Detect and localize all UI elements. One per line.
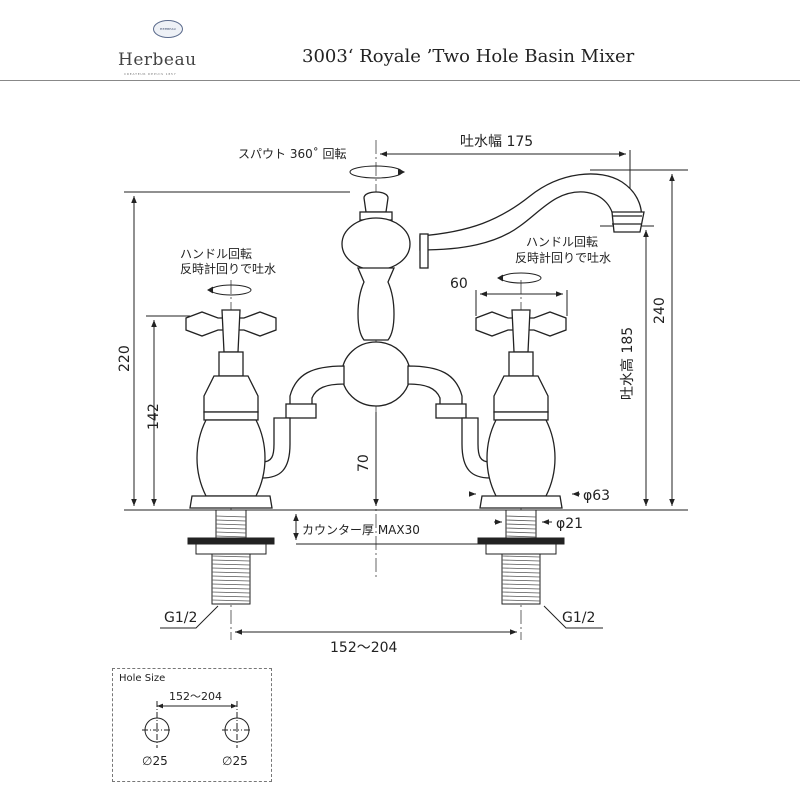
spout-rotation-label: スパウト 360˚ 回転	[238, 146, 347, 161]
thread-right-label: G1/2	[562, 610, 595, 626]
hole-dia-right-label: ∅25	[222, 754, 248, 768]
herbeau-logo: HERBEAU Herbeau CREATEUR DEPUIS 1857	[118, 20, 218, 78]
dim-240-label: 240	[652, 297, 668, 324]
shank-threads	[211, 515, 541, 602]
header: HERBEAU Herbeau CREATEUR DEPUIS 1857 300…	[0, 0, 800, 81]
dim-70-label: 70	[356, 454, 372, 472]
faucet-body	[185, 173, 645, 509]
right-handle-rotation-label: ハンドル回転	[526, 235, 598, 249]
center-distance-label: 152～204	[330, 640, 398, 656]
rotation-arrows	[207, 165, 542, 296]
dimension-labels: スパウト 360˚ 回転 吐水幅 175 ハンドル回転 反時計回りで吐水 ハンド…	[117, 134, 668, 656]
brand-seal: HERBEAU	[153, 20, 183, 38]
hole-size-box: Hole Size 152～204 ∅25 ∅25	[112, 668, 272, 782]
brand-tagline: CREATEUR DEPUIS 1857	[124, 72, 177, 76]
hole-size-diagram: 152～204 ∅25 ∅25	[142, 690, 252, 768]
spout-height-label: 吐水高 185	[619, 327, 636, 400]
left-handle-direction-label: 反時計回りで吐水	[180, 261, 276, 276]
mounting-shanks	[187, 509, 565, 605]
dia-63-label: φ63	[583, 488, 610, 504]
page-title: 3003‘ Royale ’Two Hole Basin Mixer	[302, 46, 635, 67]
dim-220-label: 220	[117, 345, 133, 372]
dia-21-label: φ21	[556, 516, 583, 532]
header-rule	[0, 80, 800, 81]
dim-60-label: 60	[450, 276, 468, 292]
spout-reach-label: 吐水幅 175	[460, 134, 533, 150]
dim-142-label: 142	[146, 403, 162, 430]
left-handle-rotation-label: ハンドル回転	[180, 247, 252, 261]
right-handle-direction-label: 反時計回りで吐水	[515, 250, 611, 265]
hole-dia-left-label: ∅25	[142, 754, 168, 768]
thread-left-label: G1/2	[164, 610, 197, 626]
counter-thickness-label: カウンター厚 MAX30	[302, 523, 420, 537]
hole-distance-label: 152～204	[169, 690, 222, 703]
hole-size-title: Hole Size	[119, 673, 166, 684]
brand-name: Herbeau	[118, 50, 197, 70]
dimension-lines	[131, 151, 675, 635]
